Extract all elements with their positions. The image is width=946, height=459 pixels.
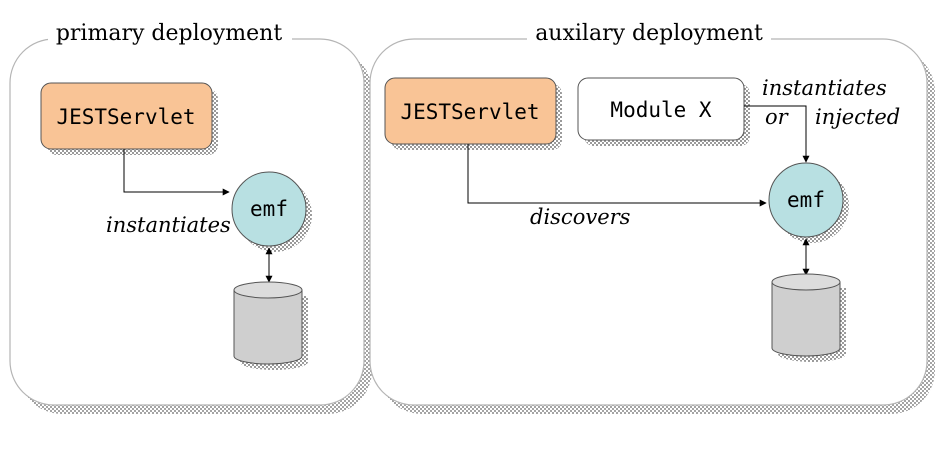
primary-emf-node: emf [231, 171, 312, 252]
auxiliary-database-icon [771, 273, 846, 362]
primary-servlet-label: JESTServlet [56, 105, 195, 129]
primary-instantiates-label: instantiates [106, 213, 231, 237]
primary-emf-label: emf [250, 197, 288, 221]
module-edge-label-line1: instantiates [762, 76, 887, 100]
module-edge-label-line2: or [765, 105, 790, 129]
auxiliary-emf-label: emf [787, 188, 825, 212]
auxiliary-servlet-label: JESTServlet [400, 100, 539, 124]
auxiliary-emf-node: emf [768, 162, 849, 243]
auxiliary-discovers-label: discovers [530, 205, 631, 229]
primary-instantiates-edge [123, 149, 230, 196]
primary-deployment-title: primary deployment [56, 21, 282, 46]
auxiliary-discovers-edge [467, 144, 767, 207]
primary-servlet-node: JESTServlet [40, 82, 218, 155]
auxiliary-servlet-node: JESTServlet [384, 77, 562, 150]
primary-database-icon [233, 281, 308, 370]
module-x-node: Module X [577, 77, 750, 146]
module-edge-label-line3: injected [815, 105, 900, 129]
module-to-emf-edge [744, 105, 810, 163]
auxiliary-deployment-title: auxilary deployment [535, 21, 763, 46]
module-x-label: Module X [610, 98, 712, 122]
